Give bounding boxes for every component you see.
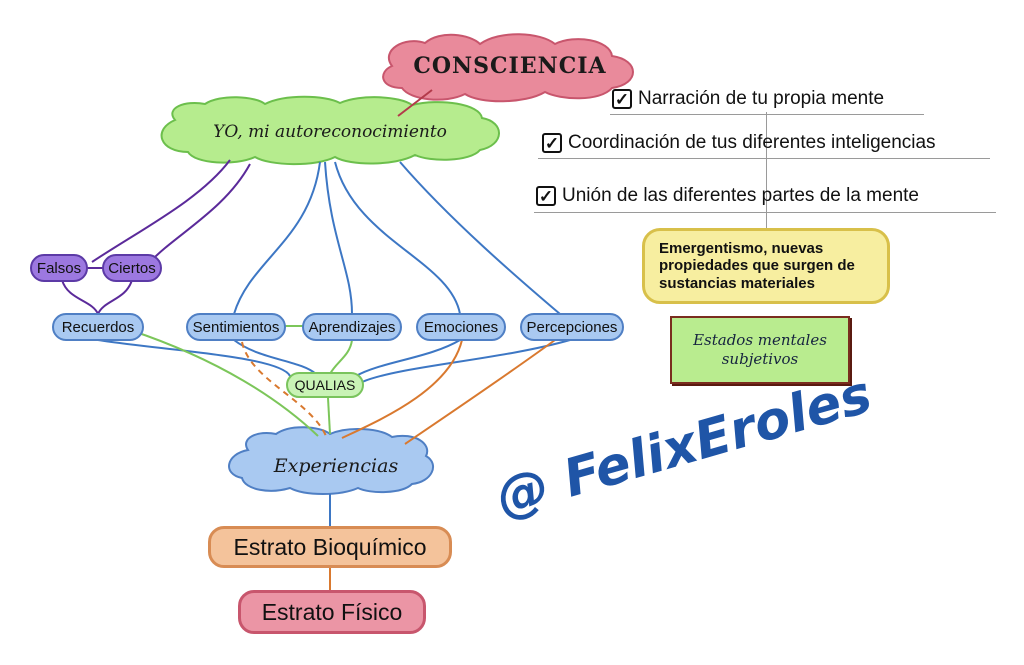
yo-cloud xyxy=(160,95,500,166)
consciencia-label[interactable]: CONSCIENCIA xyxy=(413,53,607,79)
node-sentimientos[interactable]: Sentimientos xyxy=(186,313,286,341)
experiencias-cloud xyxy=(228,426,434,495)
checklist-item: ✓ Narración de tu propia mente xyxy=(612,88,884,110)
checklist-item: ✓ Unión de las diferentes partes de la m… xyxy=(536,185,919,207)
checklist-label: Narración de tu propia mente xyxy=(638,88,885,109)
checklist-underline xyxy=(534,212,996,213)
checkmark-icon: ✓ xyxy=(612,89,632,109)
link-aprendizajes-qualias xyxy=(329,339,353,375)
link-yo-emociones xyxy=(334,161,461,315)
estados-mentales-box[interactable]: Estados mentales subjetivos xyxy=(670,316,850,384)
link-recuerdos-qualias xyxy=(97,339,291,377)
link-emociones-qualias xyxy=(355,339,461,377)
link-recuerdos-experiencias xyxy=(129,329,319,437)
link-sentimientos-experiencias xyxy=(241,341,327,437)
link-qualias-experiencias xyxy=(327,397,331,435)
link-yo-percepciones xyxy=(399,161,561,315)
node-qualias[interactable]: QUALIAS xyxy=(286,372,364,398)
checkmark-icon: ✓ xyxy=(536,186,556,206)
link-yo-ciertos xyxy=(149,163,251,263)
link-consciencia-yo xyxy=(397,89,433,117)
node-falsos[interactable]: Falsos xyxy=(30,254,88,282)
checklist-label: Coordinación de tus diferentes inteligen… xyxy=(568,132,936,153)
checkmark-icon: ✓ xyxy=(542,133,562,153)
link-sentimientos-qualias xyxy=(233,339,317,375)
checklist-item: ✓ Coordinación de tus diferentes intelig… xyxy=(542,132,936,154)
node-aprendizajes[interactable]: Aprendizajes xyxy=(302,313,402,341)
node-recuerdos[interactable]: Recuerdos xyxy=(52,313,144,341)
checklist-label: Unión de las diferentes partes de la men… xyxy=(562,185,919,206)
yo-label[interactable]: YO, mi autoreconocimiento xyxy=(213,122,447,142)
link-yo-aprendizajes xyxy=(324,161,353,315)
checklist-underline xyxy=(538,158,990,159)
checklist-underline xyxy=(610,114,924,115)
node-percepciones[interactable]: Percepciones xyxy=(520,313,624,341)
link-percepciones-experiencias xyxy=(404,339,556,445)
link-yo-falsos xyxy=(91,159,231,263)
experiencias-label[interactable]: Experiencias xyxy=(273,455,399,477)
link-falsos-recuerdos xyxy=(61,279,99,315)
link-yo-sentimientos xyxy=(233,161,321,315)
emergentismo-box[interactable]: Emergentismo, nuevas propiedades que sur… xyxy=(642,228,890,304)
link-ciertos-recuerdos xyxy=(97,279,133,315)
node-estrato-bioquimico[interactable]: Estrato Bioquímico xyxy=(208,526,452,568)
link-percepciones-qualias xyxy=(361,339,571,383)
node-estrato-fisico[interactable]: Estrato Físico xyxy=(238,590,426,634)
node-ciertos[interactable]: Ciertos xyxy=(102,254,162,282)
checklist-connector xyxy=(766,112,767,232)
link-emociones-experiencias xyxy=(341,339,463,439)
consciencia-cloud xyxy=(382,33,634,103)
node-emociones[interactable]: Emociones xyxy=(416,313,506,341)
